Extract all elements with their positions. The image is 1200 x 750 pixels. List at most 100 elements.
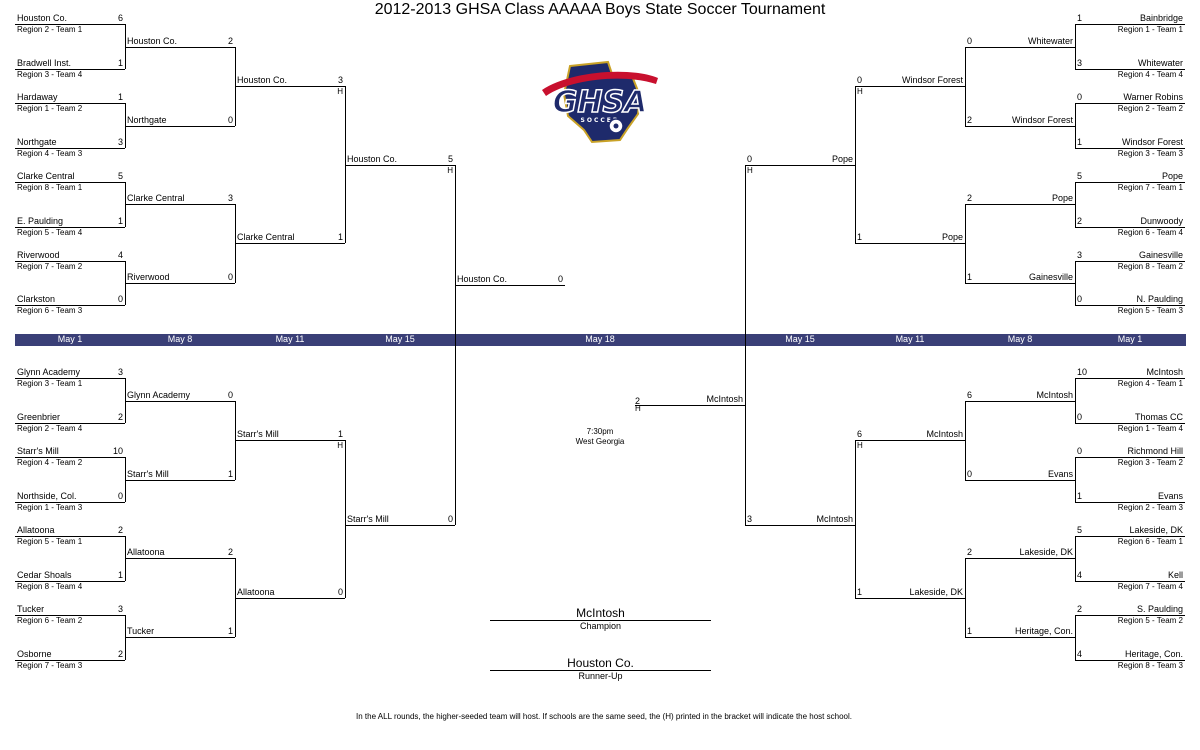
right-r1-team-score: 0 (1077, 294, 1083, 304)
round-date-label: May 18 (585, 334, 615, 344)
left-r1-team-name: Riverwood (17, 250, 60, 260)
right-r2-team-line (965, 637, 1075, 638)
left-r1-team-line (15, 660, 125, 661)
right-r1-team-region: Region 1 - Team 4 (1117, 424, 1183, 433)
left-r1-team-line (15, 615, 125, 616)
right-r1-team-line (1075, 660, 1185, 661)
right-r2-team-score: 0 (967, 36, 973, 46)
right-r2-team-score: 1 (967, 272, 973, 282)
left-sf-team-line (345, 165, 455, 166)
champion-block: McIntosh Champion (490, 606, 711, 631)
left-qf-team-name: Houston Co. (237, 75, 288, 85)
footnote: In the ALL rounds, the higher-seeded tea… (356, 712, 852, 721)
right-r1-team-score: 4 (1077, 649, 1083, 659)
right-r2-team-name: McIntosh (1036, 390, 1073, 400)
right-r1-team-region: Region 5 - Team 3 (1117, 306, 1183, 315)
left-r1-team-line (15, 581, 125, 582)
left-r2-team-score: 0 (227, 272, 233, 282)
right-r1-team-line (1075, 182, 1185, 183)
right-r2-team-line (965, 558, 1075, 559)
left-r2-team-name: Allatoona (127, 547, 165, 557)
left-r1-team-name: Houston Co. (17, 13, 68, 23)
left-r1-team-region: Region 8 - Team 1 (17, 183, 83, 192)
right-qf-team-score: 0 (857, 75, 863, 85)
left-r2-team-name: Houston Co. (127, 36, 178, 46)
right-r1-team-name: McIntosh (1146, 367, 1183, 377)
right-r1-team-score: 3 (1077, 58, 1083, 68)
right-r1-team-line (1075, 581, 1185, 582)
right-r1-team-region: Region 7 - Team 1 (1117, 183, 1183, 192)
right-r1-team-name: Dunwoody (1140, 216, 1183, 226)
left-r1-team-line (15, 305, 125, 306)
left-sf-team-score: 0 (447, 514, 453, 524)
round-date-label: May 8 (1007, 334, 1033, 344)
right-r2-team-score: 1 (967, 626, 973, 636)
round-date-label: May 15 (785, 334, 815, 344)
left-r1-team-name: Northside, Col. (17, 491, 77, 501)
left-sf-connector (455, 165, 456, 525)
right-r1-team-region: Region 4 - Team 1 (1117, 379, 1183, 388)
left-final-team-name: Houston Co. (457, 274, 508, 284)
left-r1-team-name: Cedar Shoals (17, 570, 72, 580)
left-r2-team-score: 3 (227, 193, 233, 203)
right-qf-team-score: 1 (857, 232, 863, 242)
left-qf-team-host-marker: H (337, 87, 343, 96)
right-r2-team-line (965, 401, 1075, 402)
right-r1-team-name: Richmond Hill (1127, 446, 1183, 456)
left-qf-connector (345, 86, 346, 243)
left-r1-team-line (15, 536, 125, 537)
left-r1-team-line (15, 457, 125, 458)
left-qf-team-line (235, 243, 345, 244)
left-r1-team-region: Region 3 - Team 1 (17, 379, 83, 388)
left-r1-team-name: Allatoona (17, 525, 55, 535)
right-r1-team-region: Region 2 - Team 3 (1117, 503, 1183, 512)
right-r1-team-score: 0 (1077, 92, 1083, 102)
right-r2-connector (965, 47, 966, 126)
left-r1-team-line (15, 227, 125, 228)
right-r1-team-line (1075, 536, 1185, 537)
svg-text:SOCCER: SOCCER (581, 117, 620, 124)
right-r1-team-score: 3 (1077, 250, 1083, 260)
left-r1-team-line (15, 502, 125, 503)
left-r2-team-line (125, 47, 235, 48)
right-r1-team-region: Region 7 - Team 4 (1117, 582, 1183, 591)
left-r2-team-line (125, 637, 235, 638)
right-r1-team-line (1075, 69, 1185, 70)
right-r2-team-name: Evans (1047, 469, 1073, 479)
right-r1-team-region: Region 8 - Team 3 (1117, 661, 1183, 670)
right-sf-team-name: Pope (831, 154, 853, 164)
right-final-host-marker: H (635, 404, 641, 413)
right-r2-connector (965, 558, 966, 637)
left-r1-team-score: 6 (117, 13, 123, 23)
right-r1-team-name: Kell (1167, 570, 1183, 580)
left-r1-team-line (15, 69, 125, 70)
final-game-time: 7:30pm (586, 427, 614, 436)
right-r1-team-score: 1 (1077, 491, 1083, 501)
left-r1-connector (125, 182, 126, 227)
right-r1-team-name: Pope (1161, 171, 1183, 181)
final-game-info: 7:30pm West Georgia (550, 427, 650, 447)
left-r2-team-line (125, 558, 235, 559)
right-r2-team-line (965, 283, 1075, 284)
right-r2-team-score: 2 (967, 547, 973, 557)
left-r1-team-region: Region 8 - Team 4 (17, 582, 83, 591)
right-r1-team-region: Region 1 - Team 1 (1117, 25, 1183, 34)
round-date-label: May 1 (1117, 334, 1143, 344)
left-r1-team-region: Region 1 - Team 3 (17, 503, 83, 512)
left-r1-connector (125, 536, 126, 581)
right-qf-team-host-marker: H (857, 87, 863, 96)
left-r1-team-region: Region 4 - Team 2 (17, 458, 83, 467)
left-r1-team-region: Region 1 - Team 2 (17, 104, 83, 113)
right-r1-team-name: Thomas CC (1134, 412, 1183, 422)
right-r2-team-name: Lakeside, DK (1019, 547, 1073, 557)
left-qf-team-score: 1 (337, 232, 343, 242)
right-r1-connector (1075, 103, 1076, 148)
right-r2-team-line (965, 47, 1075, 48)
right-r2-team-score: 2 (967, 115, 973, 125)
right-r2-team-name: Heritage, Con. (1014, 626, 1073, 636)
left-r2-team-line (125, 401, 235, 402)
left-r1-team-name: Clarkston (17, 294, 56, 304)
right-r1-team-name: S. Paulding (1136, 604, 1183, 614)
left-r1-team-name: Osborne (17, 649, 52, 659)
